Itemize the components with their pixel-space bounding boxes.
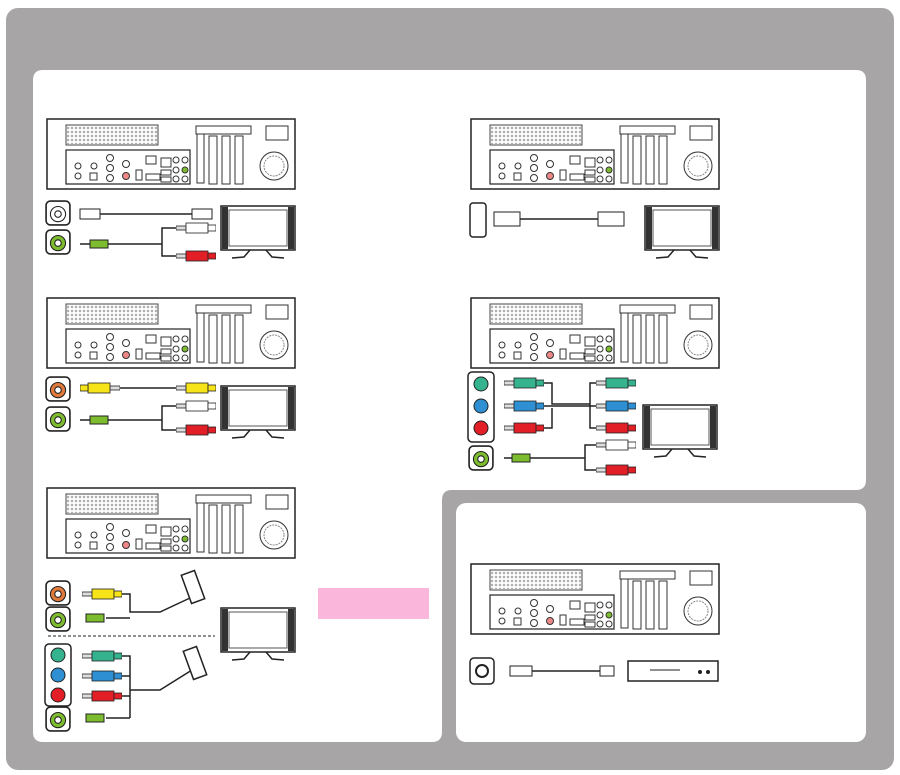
set-top-box [627, 660, 719, 682]
tv-composite [220, 385, 296, 439]
pc-back-hdmi [470, 118, 720, 190]
audio-jack-icon [45, 706, 71, 732]
s-video-jack-icon [45, 200, 71, 226]
component-blue-jack-icon [473, 398, 489, 414]
pc-back-scart [46, 487, 296, 559]
pc-back-s-video [46, 118, 296, 190]
tv-s-video [220, 205, 296, 259]
component-green-jack-icon [473, 376, 489, 392]
coax-jack-icon [475, 664, 489, 678]
composite-jack-icon [45, 580, 71, 606]
audio-jack-icon [45, 229, 71, 255]
tv-scart [220, 607, 296, 661]
component-red-jack-icon [473, 420, 489, 436]
hdmi-port-icon [469, 202, 487, 238]
note-box [318, 588, 429, 619]
tv-component [642, 404, 718, 458]
pc-back-tv-antenna [470, 563, 720, 635]
composite-jack-icon [45, 376, 71, 402]
audio-jack-icon [468, 445, 494, 471]
audio-jack-icon [45, 606, 71, 632]
tv-hdmi [644, 205, 720, 259]
pc-back-component [470, 297, 720, 369]
pc-back-composite [46, 297, 296, 369]
audio-jack-icon [45, 406, 71, 432]
